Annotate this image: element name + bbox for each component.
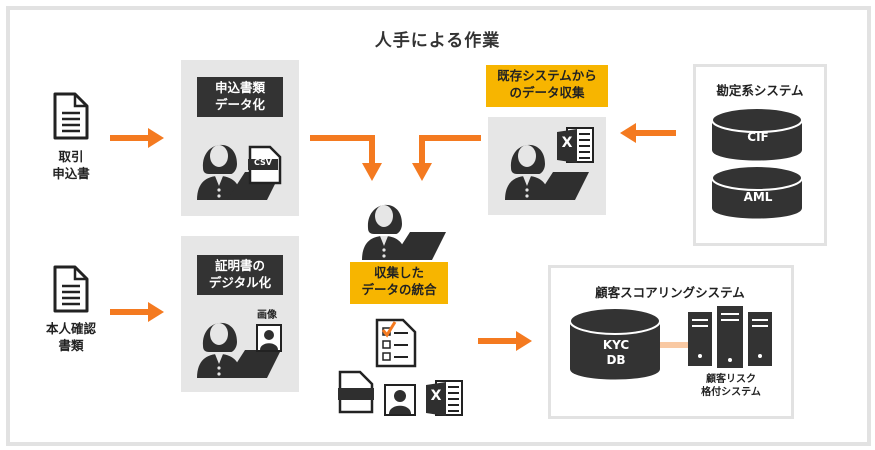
- risk-rating-label-line2: 格付システム: [701, 387, 761, 398]
- scanned-file-icon: [338, 370, 374, 414]
- csv-badge: CSV: [254, 158, 272, 167]
- arrow-core-to-existing: [620, 123, 676, 143]
- risk-rating-system-label: 顧客リスク 格付システム: [686, 373, 776, 399]
- kyc-db-label: KYC DB: [570, 338, 662, 368]
- arrow-identity-to-panel: [110, 302, 164, 322]
- cif-database-label: CIF: [747, 130, 769, 144]
- diagram-title: 人手による作業: [374, 31, 501, 51]
- integration-label-line1: 収集した: [373, 265, 424, 280]
- integration-label-line2: データの統合: [361, 282, 437, 297]
- application-document-icon: [53, 92, 89, 140]
- db-server-link: [654, 342, 690, 348]
- arrow-existing-to-integration: [412, 135, 481, 181]
- arrow-panel-to-integration: [310, 135, 382, 181]
- spreadsheet-x-letter: X: [430, 388, 442, 404]
- aml-database-label: AML: [743, 190, 773, 204]
- digitize-application-label-line2: データ化: [214, 97, 265, 112]
- scoring-system-title: 顧客スコアリングシステム: [595, 285, 745, 300]
- photo-id-icon: [256, 324, 282, 352]
- integration-label-box: 収集した データの統合: [350, 262, 448, 304]
- identity-doc-label-line1: 本人確認: [45, 321, 96, 336]
- digitize-application-label-line1: 申込書類: [214, 80, 265, 95]
- existing-system-label-line1: 既存システムから: [497, 68, 597, 83]
- kyc-db-label-line2: DB: [606, 353, 626, 367]
- risk-rating-server-icon: [688, 306, 772, 368]
- identity-doc-label-line2: 書類: [58, 338, 84, 353]
- integrator-person-icon: [362, 204, 446, 260]
- application-doc-label-line2: 申込書: [52, 166, 90, 181]
- csv-file-icon: [248, 145, 282, 185]
- digitize-certificate-label-line1: 証明書の: [214, 258, 265, 273]
- kyc-database-icon: [569, 307, 661, 380]
- application-doc-label-line1: 取引: [58, 149, 84, 164]
- checklist-icon: [375, 318, 417, 368]
- kyc-db-label-line1: KYC: [602, 338, 630, 352]
- existing-system-label-box: 既存システムから のデータ収集: [486, 65, 608, 107]
- image-label: 画像: [257, 310, 277, 321]
- risk-rating-label-line1: 顧客リスク: [706, 374, 756, 385]
- arrow-application-to-panel: [110, 128, 164, 148]
- arrow-integration-to-scoring: [478, 331, 532, 351]
- core-banking-system-title: 勘定系システム: [716, 83, 804, 98]
- panel-digitize-certificate-header: 証明書の デジタル化: [197, 255, 283, 295]
- identity-document-icon: [53, 265, 89, 313]
- digitize-certificate-label-line2: デジタル化: [208, 275, 272, 290]
- existing-system-label-line2: のデータ収集: [509, 85, 585, 100]
- spreadsheet-x-letter: X: [561, 135, 573, 151]
- panel-digitize-application-header: 申込書類 データ化: [197, 77, 283, 117]
- photo-icon: [384, 384, 416, 416]
